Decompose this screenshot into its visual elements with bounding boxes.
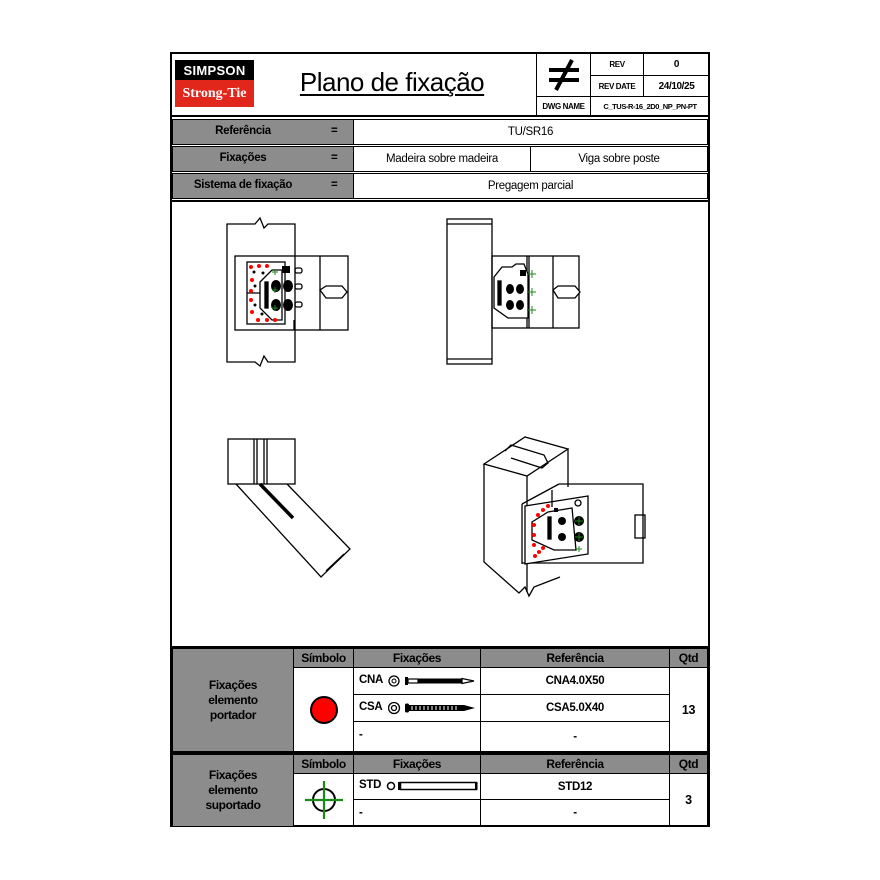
group-label-text: Fixações elemento portador	[208, 677, 258, 722]
equals-sign: =	[331, 179, 338, 191]
group-label-text: Fixações elemento suportado	[205, 768, 261, 812]
qty-portador: 13	[669, 667, 708, 752]
fixing-row-empty: -	[353, 799, 481, 827]
header-referencia: Referência	[480, 754, 670, 774]
not-equal-icon	[548, 59, 579, 91]
info-label: Sistema de fixação	[193, 179, 293, 191]
info-value-sistema: Pregagem parcial	[353, 173, 708, 199]
fixing-code: -	[359, 807, 363, 819]
equals-sign: =	[331, 152, 338, 164]
fixing-code: -	[359, 729, 363, 741]
fixing-row-empty: -	[353, 721, 481, 752]
top-view	[227, 438, 351, 578]
logo-strong-tie: Strong-Tie	[175, 80, 254, 107]
green-crosshair-icon	[304, 781, 343, 819]
divider	[172, 646, 708, 648]
drawing-sheet: SIMPSON Strong-Tie Plano de fixação DWG …	[170, 52, 710, 827]
dwg-name-label: DWG NAME	[536, 96, 591, 116]
info-value-fixacoes-1: Madeira sobre madeira	[353, 146, 531, 172]
group-label-portador: Fixações elemento portador	[172, 648, 294, 752]
header-fixacoes: Fixações	[353, 648, 481, 668]
info-value-referencia: TU/SR16	[353, 119, 708, 145]
page-title: Plano de fixação	[299, 66, 485, 97]
info-row-fixacoes-label-cell: Fixações =	[172, 146, 354, 172]
red-circle-icon	[309, 695, 338, 724]
reference-empty: -	[480, 799, 670, 827]
fixing-row-std: STD	[353, 773, 481, 800]
symbol-cell-portador	[293, 667, 354, 752]
fixing-code: CNA	[359, 674, 384, 686]
header-simbolo: Símbolo	[293, 648, 354, 668]
fixing-row-csa: CSA	[353, 694, 481, 722]
qty-suportado: 3	[669, 773, 708, 827]
info-label: Referência	[215, 125, 271, 137]
info-row-referencia-label-cell: Referência =	[172, 119, 354, 145]
title-block: SIMPSON Strong-Tie Plano de fixação DWG …	[172, 54, 709, 117]
dowel-icon	[386, 781, 478, 791]
header-qtd: Qtd	[669, 648, 708, 668]
nail-icon	[388, 675, 475, 687]
group-label-suportado: Fixações elemento suportado	[172, 754, 294, 827]
rev-label: REV	[590, 54, 644, 76]
reference-empty: -	[480, 721, 670, 752]
fixing-row-cna: CNA	[353, 667, 481, 695]
reference-csa: CSA5.0X40	[480, 694, 670, 722]
symbol-cell-suportado	[293, 773, 354, 827]
header-fixacoes: Fixações	[353, 754, 481, 774]
divider	[172, 751, 708, 754]
header-referencia: Referência	[480, 648, 670, 668]
info-row-sistema-label-cell: Sistema de fixação =	[172, 173, 354, 199]
dwg-name-value: C_TUS-R-16_2D0_NP_PN-PT	[590, 96, 709, 116]
rev-date-value: 24/10/25	[643, 75, 709, 97]
isometric-view	[482, 436, 646, 598]
header-qtd: Qtd	[669, 754, 708, 774]
drawings-area	[226, 216, 646, 598]
not-equal-symbol-box	[536, 54, 591, 97]
rev-date-label: REV DATE	[590, 75, 644, 97]
header-simbolo: Símbolo	[293, 754, 354, 774]
fixing-code: STD	[359, 779, 382, 791]
fixing-code: CSA	[359, 701, 383, 713]
divider	[172, 200, 708, 202]
screw-icon	[388, 701, 475, 715]
reference-std: STD12	[480, 773, 670, 800]
side-view	[446, 218, 581, 365]
rev-value: 0	[643, 54, 709, 76]
reference-cna: CNA4.0X50	[480, 667, 670, 695]
front-view	[226, 216, 349, 368]
info-table: Referência = TU/SR16 Fixações = Madeira …	[172, 117, 708, 201]
info-label: Fixações	[219, 152, 267, 164]
logo-simpson: SIMPSON	[175, 60, 254, 80]
equals-sign: =	[331, 125, 338, 137]
info-value-fixacoes-2: Viga sobre poste	[530, 146, 708, 172]
